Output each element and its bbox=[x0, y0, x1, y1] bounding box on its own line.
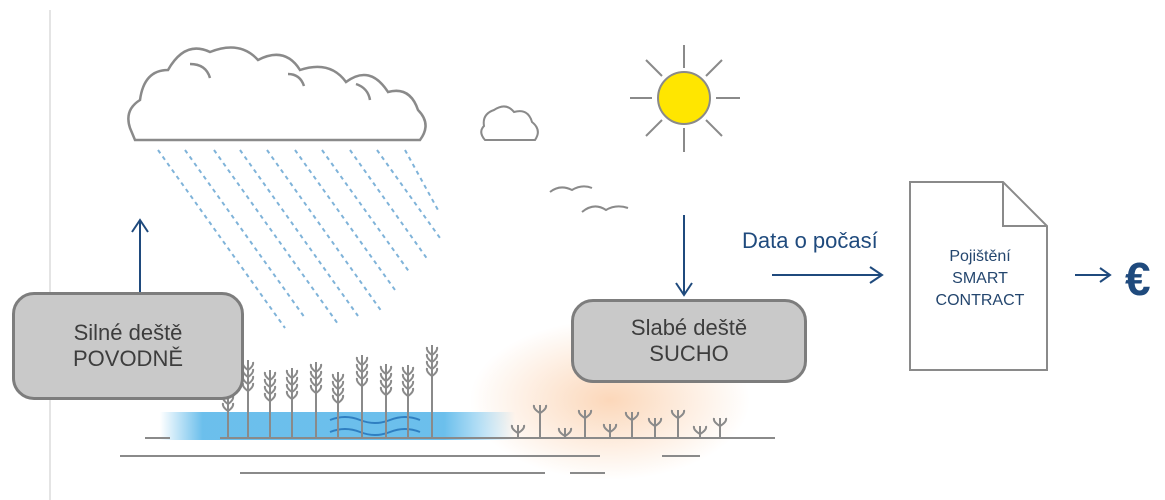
drought-label-line2: SUCHO bbox=[649, 341, 729, 366]
flood-label-line1: Silné deště bbox=[73, 320, 183, 345]
drought-label-box: Slabé deště SUCHO bbox=[571, 299, 807, 383]
water-waves-icon bbox=[329, 416, 421, 436]
flood-label-line2: POVODNĚ bbox=[72, 346, 184, 371]
birds-icon bbox=[549, 185, 629, 213]
contract-line1: Pojištění bbox=[949, 248, 1011, 265]
flood-label-box: Silné deště POVODNĚ bbox=[12, 292, 244, 400]
arrow-up-flood bbox=[131, 218, 149, 292]
arrow-right-data bbox=[772, 266, 884, 284]
document-icon bbox=[909, 181, 1048, 371]
euro-icon: € bbox=[1125, 253, 1151, 305]
cloud-icon bbox=[127, 46, 427, 142]
arrow-down-drought bbox=[675, 215, 693, 297]
sun-icon bbox=[630, 45, 740, 152]
contract-line2: SMART bbox=[952, 270, 1008, 287]
arrow-right-payout bbox=[1075, 267, 1112, 283]
ground-lines bbox=[120, 437, 775, 474]
contract-line3: CONTRACT bbox=[935, 292, 1025, 309]
rain-icon bbox=[157, 149, 441, 329]
drought-label-line1: Slabé deště bbox=[630, 315, 748, 340]
wheat-field-icon bbox=[221, 345, 728, 438]
weather-data-label: Data o počasí bbox=[742, 228, 878, 253]
small-cloud-icon bbox=[480, 105, 539, 141]
contract-text: Pojištění SMART CONTRACT bbox=[915, 246, 1045, 312]
